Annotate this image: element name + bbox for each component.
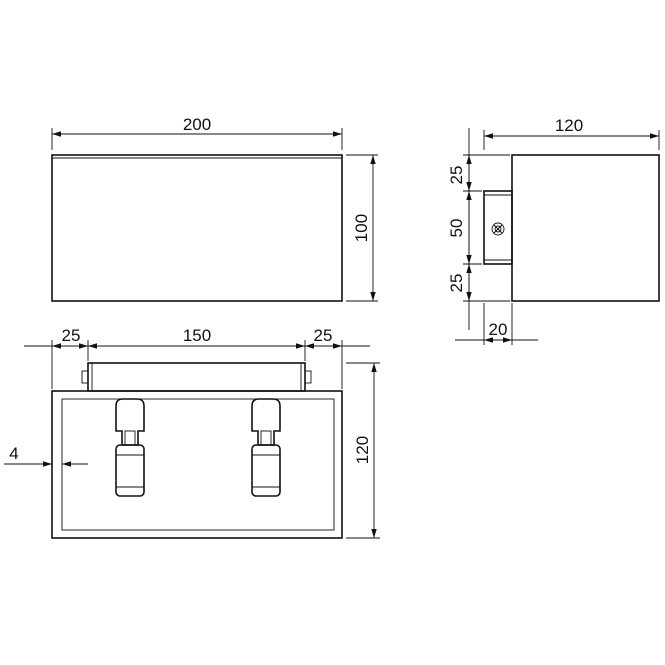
front-view: 200 100	[51, 115, 378, 302]
bracket-tab-right	[304, 370, 312, 384]
lamp-holder-right	[251, 398, 281, 497]
lamp-holder-left	[115, 398, 145, 497]
screw-icon	[491, 222, 505, 236]
bottom-view-bracket	[87, 362, 306, 392]
bottom-view-inner-cavity	[61, 398, 335, 531]
bottom-view: 25 150 25 4 120	[4, 326, 380, 539]
side-top-offset-label: 25	[447, 166, 466, 185]
bracket-tab-left	[81, 370, 89, 384]
front-view-body	[51, 154, 343, 302]
side-depth-label: 120	[555, 116, 583, 135]
bottom-depth-label: 120	[353, 436, 372, 464]
side-view-body	[511, 154, 660, 302]
front-height-label: 100	[352, 214, 371, 242]
bottom-bracket-width-label: 150	[183, 326, 211, 345]
front-width-label: 200	[183, 115, 211, 134]
bottom-right-margin-label: 25	[314, 326, 333, 345]
side-bracket-height-label: 50	[447, 219, 466, 238]
side-view: 120 25 50 25 20	[447, 116, 660, 345]
side-bottom-offset-label: 25	[447, 274, 466, 293]
bottom-wall-thickness-label: 4	[9, 444, 18, 463]
bottom-view-body	[51, 390, 343, 539]
side-bracket-depth-label: 20	[489, 320, 508, 339]
bottom-left-margin-label: 25	[62, 326, 81, 345]
side-view-bracket	[483, 190, 513, 265]
